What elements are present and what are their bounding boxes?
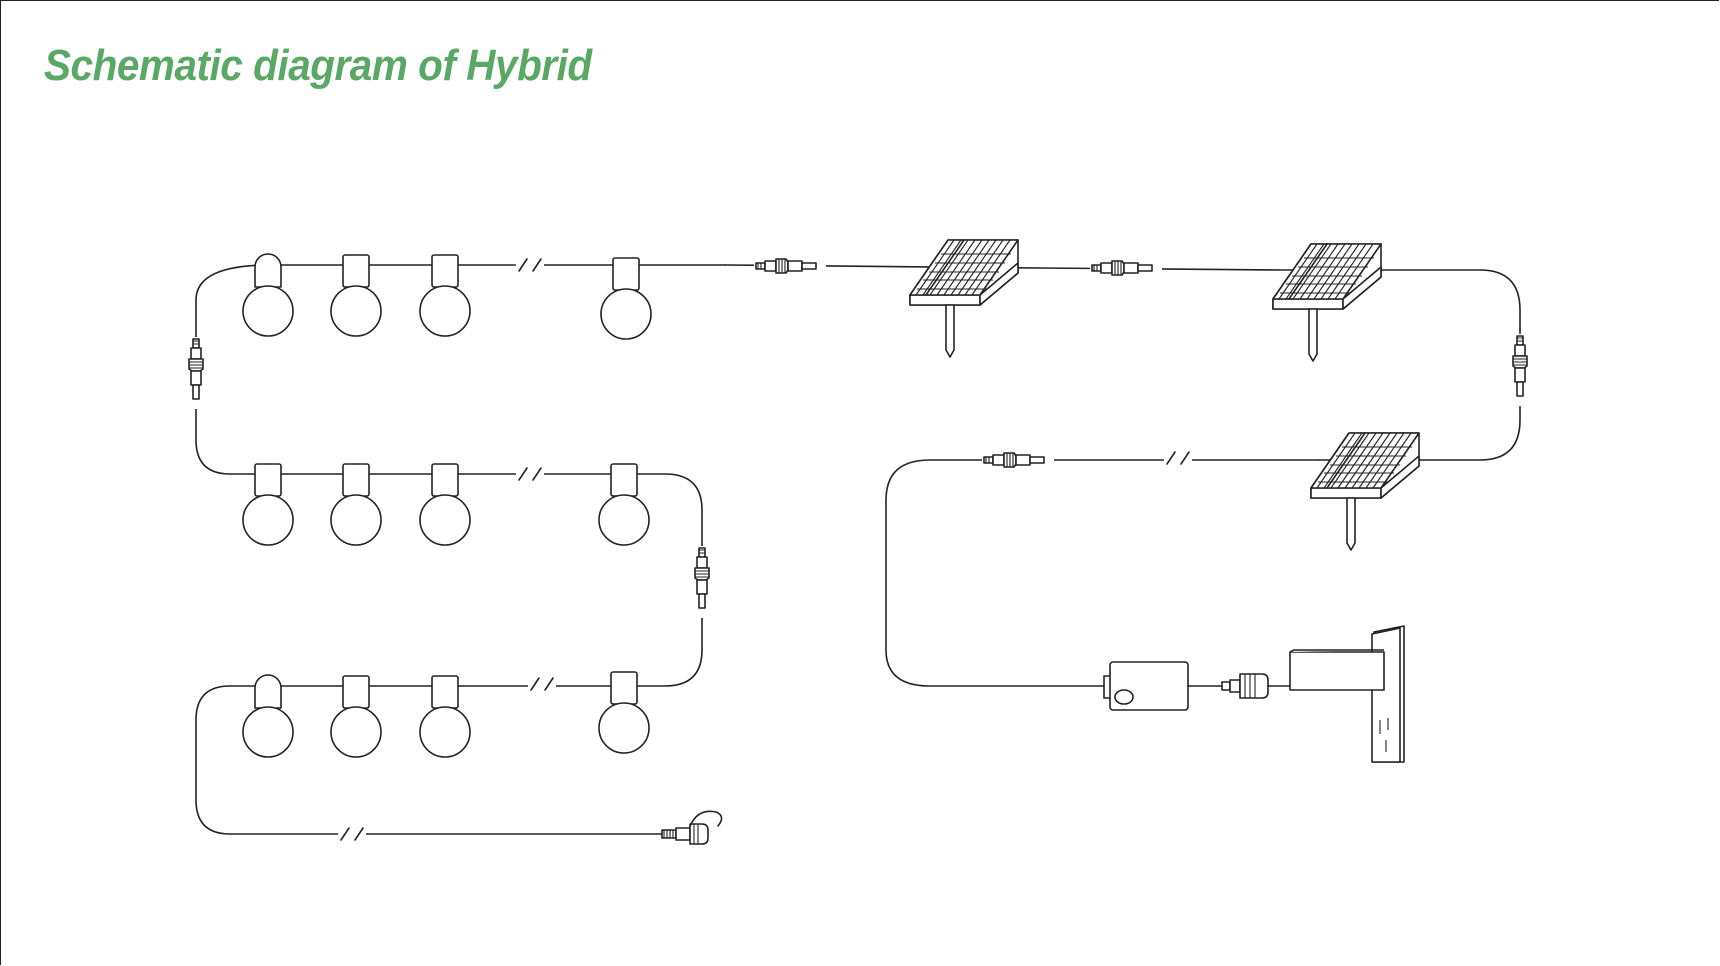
end-cap-icon	[661, 810, 723, 845]
connector-icon	[692, 545, 712, 619]
bulb	[419, 254, 471, 337]
break-mark	[515, 258, 545, 272]
bulb	[419, 675, 471, 758]
connector-icon	[1510, 333, 1530, 407]
solar-panel-icon	[1272, 243, 1382, 362]
break-mark	[1163, 451, 1193, 465]
bulb	[598, 463, 650, 546]
bulb	[330, 254, 382, 337]
bulb	[330, 675, 382, 758]
bulb	[242, 674, 294, 758]
bulb	[598, 671, 650, 754]
solar-panel-icon	[1310, 432, 1420, 551]
bulb-row-2	[242, 463, 650, 546]
bulb	[242, 463, 294, 546]
diagram-title: Schematic diagram of Hybrid	[44, 41, 592, 90]
bulb-row-1	[242, 253, 652, 340]
light-string-wire	[195, 264, 726, 835]
power-adapter-icon	[1103, 661, 1291, 711]
connector-icon	[1089, 258, 1163, 278]
bulb	[600, 257, 652, 340]
connector-icon	[186, 336, 206, 410]
solar-panel-icon	[909, 239, 1019, 358]
break-mark	[527, 677, 557, 691]
bulb	[330, 463, 382, 546]
bulb	[419, 463, 471, 546]
adapter-feed-wire	[885, 459, 1319, 687]
solar-feed-wire	[724, 264, 1521, 461]
connector-icon	[981, 450, 1055, 470]
wall-socket-icon	[1289, 625, 1405, 763]
break-mark	[515, 467, 545, 481]
connector-icon	[753, 256, 827, 276]
break-mark	[337, 827, 367, 841]
bulb-row-3	[242, 671, 650, 758]
